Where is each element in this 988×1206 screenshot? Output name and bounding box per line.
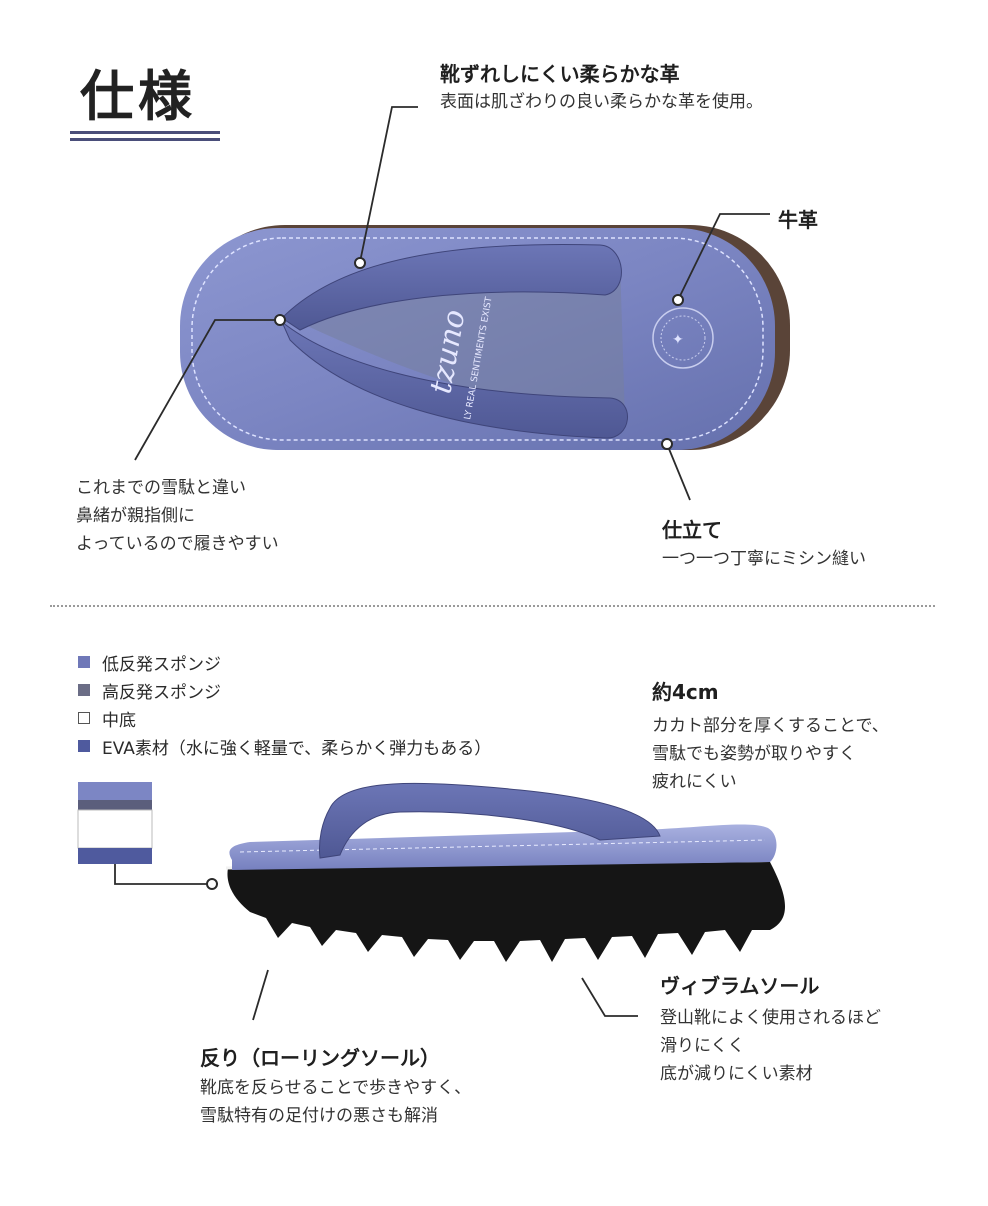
legend-label: 中底 <box>102 710 136 731</box>
rolling-line-1: 靴底を反らせることで歩きやすく、 <box>200 1078 472 1098</box>
vibram-heading: ヴィブラムソール <box>660 974 820 998</box>
sandal-side-view <box>225 782 785 962</box>
height-heading: 約4cm <box>652 680 719 704</box>
leader-dots <box>206 257 684 890</box>
legend-item: 中底 <box>78 704 491 732</box>
cowhide-heading: 牛革 <box>778 208 818 232</box>
legend-swatch <box>78 712 90 724</box>
rolling-sole-description: 靴底を反らせることで歩きやすく、 雪駄特有の足付けの悪さも解消 <box>200 1074 471 1130</box>
leather-heading: 靴ずれしにくい柔らかな革 <box>440 62 680 86</box>
sandal-top-view: ✦ <box>180 225 790 450</box>
height-line-2: 雪駄でも姿勢が取りやすく <box>652 744 856 764</box>
layer-diagram <box>77 782 153 864</box>
leader-lines <box>114 106 770 1021</box>
legend-item: EVA素材（水に強く軽量で、柔らかく弾力もある） <box>78 732 491 760</box>
stitching-heading: 仕立て <box>662 518 722 542</box>
legend-label: 低反発スポンジ <box>102 654 221 675</box>
thong-line-2: 鼻緒が親指側に <box>76 506 195 526</box>
page-title: 仕様 <box>80 65 196 128</box>
rolling-line-2: 雪駄特有の足付けの悪さも解消 <box>200 1106 438 1126</box>
stitching-line-1: 一つ一つ丁寧にミシン縫い <box>662 549 866 569</box>
material-legend: 低反発スポンジ 高反発スポンジ 中底 EVA素材（水に強く軽量で、柔らかく弾力も… <box>78 648 491 760</box>
vibram-line-2: 滑りにくく <box>660 1036 745 1056</box>
stitching-description: 一つ一つ丁寧にミシン縫い <box>662 545 866 573</box>
height-line-3: 疲れにくい <box>652 772 737 792</box>
title-underline-top <box>70 131 220 134</box>
vibram-description: 登山靴によく使用されるほど 滑りにくく 底が減りにくい素材 <box>660 1004 881 1088</box>
rolling-sole-heading: 反り（ローリングソール） <box>200 1046 440 1070</box>
legend-swatch <box>78 684 90 696</box>
legend-label: EVA素材（水に強く軽量で、柔らかく弾力もある） <box>102 738 492 759</box>
section-divider <box>50 605 935 607</box>
thong-line-3: よっているので履きやすい <box>76 534 279 554</box>
thong-description: これまでの雪駄と違い 鼻緒が親指側に よっているので履きやすい <box>76 474 279 558</box>
leather-description: 表面は肌ざわりの良い柔らかな革を使用。 <box>440 88 763 116</box>
height-description: カカト部分を厚くすることで、 雪駄でも姿勢が取りやすく 疲れにくい <box>652 712 889 796</box>
title-underline-bottom <box>70 138 220 141</box>
legend-swatch <box>78 740 90 752</box>
leather-line-1: 表面は肌ざわりの良い柔らかな革を使用。 <box>440 92 763 112</box>
legend-item: 高反発スポンジ <box>78 676 491 704</box>
legend-label: 高反発スポンジ <box>102 682 221 703</box>
thong-line-1: これまでの雪駄と違い <box>76 478 246 498</box>
svg-text:✦: ✦ <box>672 332 684 348</box>
legend-swatch <box>78 656 90 668</box>
height-line-1: カカト部分を厚くすることで、 <box>652 716 889 736</box>
vibram-line-1: 登山靴によく使用されるほど <box>660 1008 881 1028</box>
vibram-line-3: 底が減りにくい素材 <box>660 1064 813 1084</box>
legend-item: 低反発スポンジ <box>78 648 491 676</box>
